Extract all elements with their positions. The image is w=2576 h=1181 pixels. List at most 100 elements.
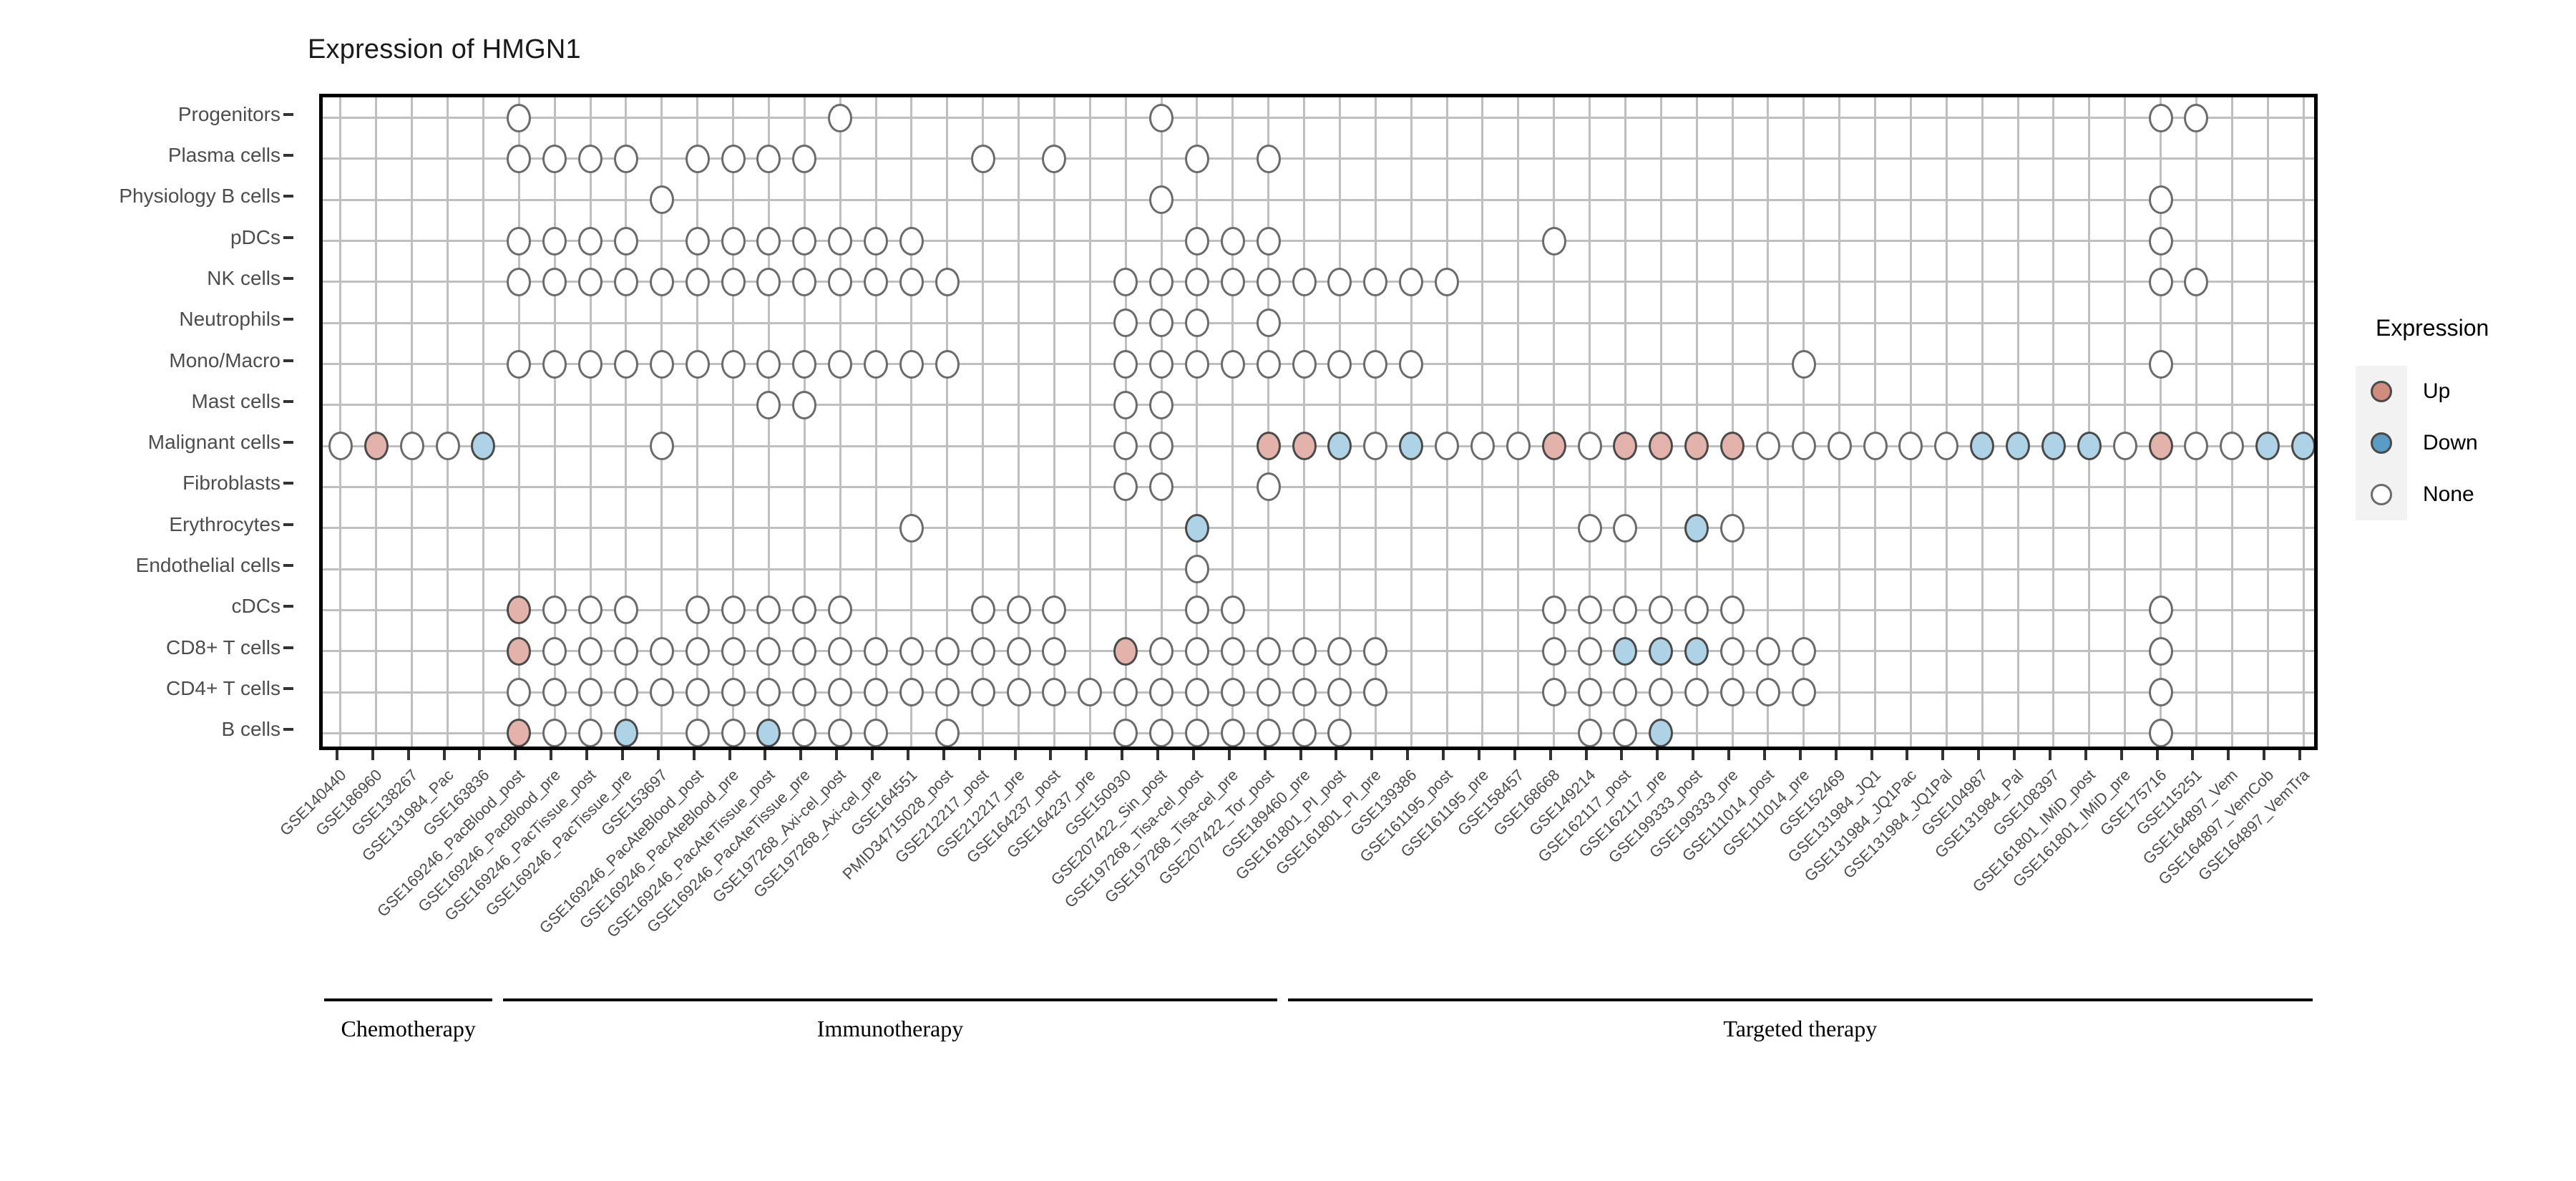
dot-none[interactable] — [1791, 432, 1816, 461]
dot-none[interactable] — [1256, 144, 1281, 173]
dot-none[interactable] — [1649, 596, 1674, 625]
dot-none[interactable] — [542, 636, 567, 666]
dot-none[interactable] — [1755, 636, 1780, 666]
dot-none[interactable] — [578, 226, 603, 256]
dot-down[interactable] — [1684, 513, 1709, 543]
dot-up[interactable] — [1113, 636, 1138, 666]
dot-none[interactable] — [721, 267, 746, 296]
dot-none[interactable] — [1256, 349, 1281, 379]
dot-none[interactable] — [2184, 432, 2209, 461]
dot-none[interactable] — [2148, 349, 2173, 379]
dot-none[interactable] — [828, 596, 853, 625]
dot-none[interactable] — [1755, 678, 1780, 707]
dot-none[interactable] — [1220, 636, 1245, 666]
dot-none[interactable] — [1720, 513, 1745, 543]
dot-up[interactable] — [1256, 432, 1281, 461]
dot-none[interactable] — [1791, 349, 1816, 379]
dot-none[interactable] — [721, 636, 746, 666]
dot-none[interactable] — [1435, 267, 1460, 296]
dot-none[interactable] — [1292, 349, 1317, 379]
dot-none[interactable] — [1863, 432, 1888, 461]
dot-none[interactable] — [1399, 349, 1424, 379]
dot-none[interactable] — [1042, 144, 1067, 173]
dot-up[interactable] — [1649, 432, 1674, 461]
dot-none[interactable] — [578, 636, 603, 666]
dot-none[interactable] — [1042, 678, 1067, 707]
dot-none[interactable] — [1220, 226, 1245, 256]
dot-none[interactable] — [792, 390, 817, 419]
dot-none[interactable] — [792, 596, 817, 625]
dot-none[interactable] — [1613, 719, 1638, 747]
dot-none[interactable] — [1541, 636, 1566, 666]
dot-none[interactable] — [1220, 719, 1245, 747]
dot-none[interactable] — [1256, 678, 1281, 707]
dot-none[interactable] — [685, 596, 710, 625]
dot-none[interactable] — [1149, 719, 1174, 747]
dot-none[interactable] — [1256, 719, 1281, 747]
dot-up[interactable] — [507, 596, 532, 625]
dot-none[interactable] — [756, 636, 781, 666]
dot-none[interactable] — [1149, 267, 1174, 296]
dot-up[interactable] — [2148, 432, 2173, 461]
dot-none[interactable] — [1113, 678, 1138, 707]
dot-none[interactable] — [578, 349, 603, 379]
dot-up[interactable] — [1720, 432, 1745, 461]
dot-none[interactable] — [578, 719, 603, 747]
dot-none[interactable] — [507, 678, 532, 707]
dot-none[interactable] — [2148, 226, 2173, 256]
dot-down[interactable] — [1649, 636, 1674, 666]
dot-down[interactable] — [1184, 513, 1209, 543]
dot-down[interactable] — [2255, 432, 2280, 461]
dot-none[interactable] — [1149, 390, 1174, 419]
dot-none[interactable] — [1184, 596, 1209, 625]
dot-none[interactable] — [1435, 432, 1460, 461]
dot-none[interactable] — [1684, 678, 1709, 707]
dot-none[interactable] — [578, 267, 603, 296]
dot-none[interactable] — [649, 636, 674, 666]
dot-none[interactable] — [935, 678, 960, 707]
dot-none[interactable] — [899, 636, 924, 666]
dot-none[interactable] — [649, 185, 674, 215]
dot-none[interactable] — [864, 678, 889, 707]
dot-down[interactable] — [1613, 636, 1638, 666]
dot-none[interactable] — [507, 226, 532, 256]
dot-none[interactable] — [1577, 636, 1602, 666]
dot-none[interactable] — [1327, 678, 1352, 707]
dot-none[interactable] — [792, 678, 817, 707]
dot-none[interactable] — [1184, 308, 1209, 338]
dot-none[interactable] — [935, 636, 960, 666]
dot-none[interactable] — [1577, 719, 1602, 747]
dot-none[interactable] — [1220, 349, 1245, 379]
dot-none[interactable] — [1113, 719, 1138, 747]
dot-none[interactable] — [685, 267, 710, 296]
dot-none[interactable] — [1684, 596, 1709, 625]
dot-none[interactable] — [1220, 678, 1245, 707]
dot-none[interactable] — [685, 636, 710, 666]
legend-item[interactable]: None — [2356, 469, 2570, 520]
dot-down[interactable] — [471, 432, 496, 461]
dot-none[interactable] — [792, 636, 817, 666]
dot-none[interactable] — [1827, 432, 1852, 461]
dot-none[interactable] — [1220, 267, 1245, 296]
dot-none[interactable] — [435, 432, 460, 461]
dot-down[interactable] — [756, 719, 781, 747]
dot-none[interactable] — [792, 144, 817, 173]
dot-none[interactable] — [899, 513, 924, 543]
dot-down[interactable] — [613, 719, 638, 747]
dot-none[interactable] — [1149, 678, 1174, 707]
dot-none[interactable] — [1149, 472, 1174, 502]
dot-none[interactable] — [1934, 432, 1959, 461]
dot-down[interactable] — [1970, 432, 1995, 461]
dot-none[interactable] — [828, 267, 853, 296]
dot-none[interactable] — [613, 226, 638, 256]
dot-none[interactable] — [864, 636, 889, 666]
dot-down[interactable] — [2291, 432, 2314, 461]
dot-none[interactable] — [1399, 267, 1424, 296]
dot-none[interactable] — [613, 349, 638, 379]
dot-none[interactable] — [1791, 636, 1816, 666]
dot-none[interactable] — [1363, 432, 1388, 461]
dot-none[interactable] — [507, 267, 532, 296]
dot-none[interactable] — [2148, 185, 2173, 215]
dot-none[interactable] — [828, 103, 853, 132]
dot-none[interactable] — [1184, 226, 1209, 256]
